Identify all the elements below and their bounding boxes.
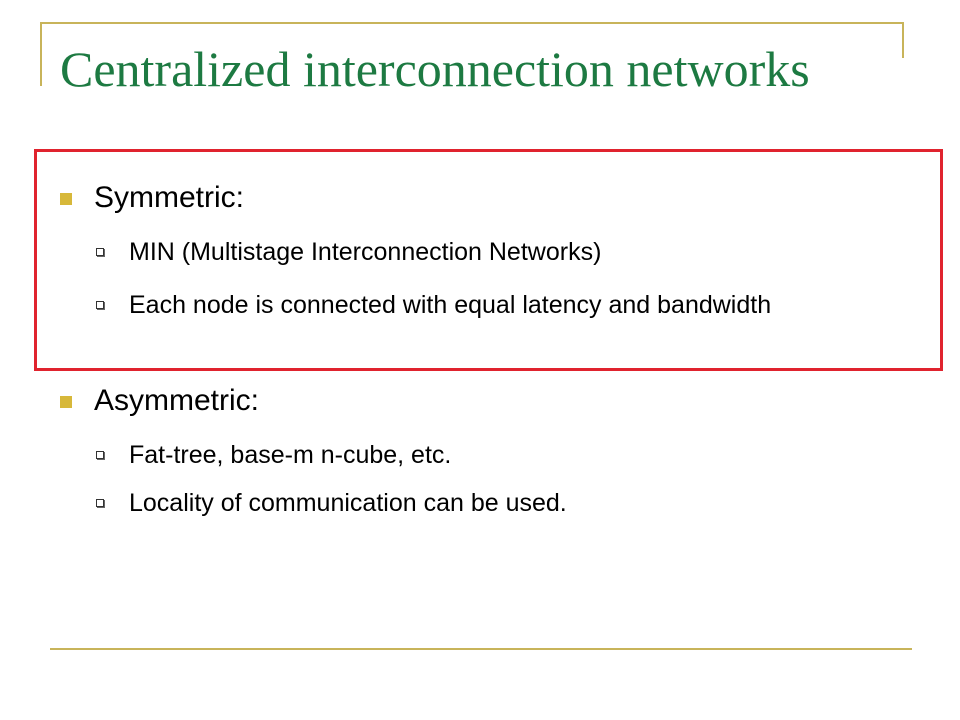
title-decoration-frame: [40, 22, 904, 86]
subbullet-text: MIN (Multistage Interconnection Networks…: [129, 238, 602, 266]
hollow-square-bullet-icon: [96, 301, 104, 309]
square-bullet-icon: [60, 193, 72, 205]
subbullet-locality: Locality of communication can be used.: [96, 485, 836, 521]
highlight-box: [34, 149, 943, 371]
subbullet-fat-tree: Fat-tree, base-m n-cube, etc.: [96, 437, 836, 473]
bullet-label: Asymmetric:: [94, 384, 259, 417]
hollow-square-bullet-icon: [96, 451, 104, 459]
footer-divider: [50, 648, 912, 650]
hollow-square-bullet-icon: [96, 248, 104, 256]
square-bullet-icon: [60, 396, 72, 408]
bullet-label: Symmetric:: [94, 181, 244, 214]
subbullet-text: Each node is connected with equal latenc…: [129, 291, 772, 319]
subbullet-text: Locality of communication can be used.: [129, 489, 567, 517]
hollow-square-bullet-icon: [96, 499, 104, 507]
subbullet-min: MIN (Multistage Interconnection Networks…: [96, 234, 836, 270]
slide-title: Centralized interconnection networks: [60, 41, 810, 97]
subbullet-text: Fat-tree, base-m n-cube, etc.: [129, 441, 452, 469]
title-decoration-right-edge: [902, 22, 904, 58]
subbullet-equal-latency: Each node is connected with equal latenc…: [96, 287, 836, 323]
